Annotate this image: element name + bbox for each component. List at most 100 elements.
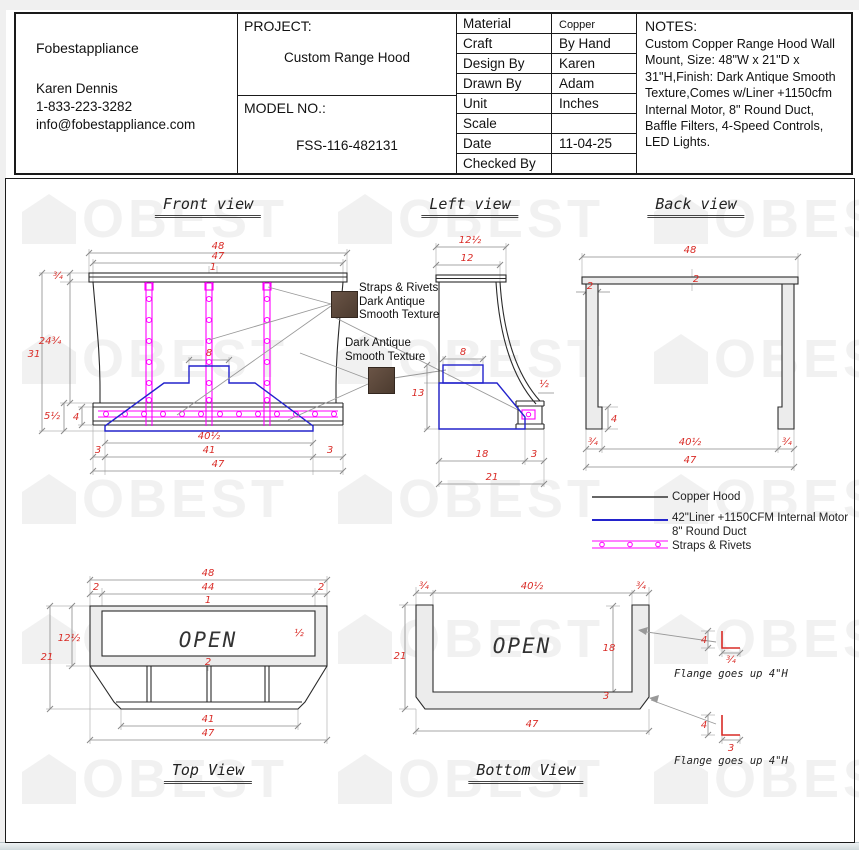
drawing-linework <box>599 541 605 548</box>
drawing-linework <box>262 282 272 291</box>
back-dim-47: 47 <box>684 455 697 466</box>
field-label: Unit <box>457 94 552 113</box>
front-view: 48 47 1 ¾ 24¾ 31 5½ 4 8 40½ 3 41 3 47 <box>28 241 351 475</box>
drawing-linework <box>581 276 799 285</box>
company-cell: Fobestappliance Karen Dennis 1-833-223-3… <box>16 14 238 173</box>
left-dim-1-2: ½ <box>539 378 549 390</box>
legend-copper-hood: Copper Hood <box>672 491 741 503</box>
left-dim-12-1-2: 12½ <box>459 234 482 246</box>
drawing-linework <box>255 411 261 417</box>
drawing-linework <box>206 380 212 386</box>
front-dim-40-1-2: 40½ <box>198 430 221 442</box>
top-view-title: Top View <box>163 761 253 784</box>
drawing-linework <box>627 541 633 548</box>
left-dim-12: 12 <box>461 253 474 264</box>
drawing-linework <box>521 409 536 420</box>
field-value <box>552 154 636 173</box>
drawing-linework <box>264 359 270 365</box>
project-subcell: PROJECT: Custom Range Hood <box>238 18 456 96</box>
field-label: Design By <box>457 54 552 73</box>
table-row: Checked By <box>457 154 636 173</box>
flange-dim-3: 3 <box>728 743 734 754</box>
field-label: Date <box>457 134 552 153</box>
table-row: Craft By Hand <box>457 34 636 54</box>
field-value: By Hand <box>559 36 611 51</box>
front-dim-3-4: ¾ <box>53 271 63 282</box>
drawing-linework <box>404 592 740 741</box>
model-number: FSS-116-482131 <box>296 138 398 153</box>
top-dim-1-2: ½ <box>294 627 304 639</box>
back-dim-4: 4 <box>611 414 617 425</box>
front-dim-47: 47 <box>212 251 225 262</box>
drawing-linework <box>146 359 152 365</box>
field-label: Craft <box>457 34 552 53</box>
drawing-linework <box>101 610 316 657</box>
drawing-linework <box>264 338 270 344</box>
legend-liner: 42"Liner +1150CFM Internal Motor 8" Roun… <box>672 512 849 538</box>
drawing-linework <box>777 283 795 430</box>
drawing-linework <box>206 317 212 323</box>
back-view-title: Back view <box>647 195 745 218</box>
top-dim-1: 1 <box>205 595 211 606</box>
back-dim-3-4-right: ¾ <box>782 437 792 448</box>
bottom-dim-3-4-right: ¾ <box>636 581 646 592</box>
top-dim-12-1-2: 12½ <box>58 632 81 644</box>
front-view-title-text: Front view <box>162 195 254 213</box>
front-dim-1: 1 <box>210 262 216 273</box>
top-dim-2-right: 2 <box>318 582 324 593</box>
top-open-label: OPEN <box>179 628 238 652</box>
back-dim-2-left: 2 <box>587 281 593 292</box>
bottom-view: OPEN ¾ 40½ ¾ 21 18 3 47 4 ¾ 4 3 <box>394 580 744 754</box>
drawing-linework <box>415 604 650 710</box>
legend-straps: Straps & Rivets <box>672 540 752 552</box>
drawing-linework <box>312 411 318 417</box>
straps-material-swatch <box>331 291 358 318</box>
bottom-dim-47: 47 <box>526 719 539 730</box>
front-dim-41: 41 <box>203 445 216 456</box>
drawing-linework <box>525 411 532 418</box>
drawing-linework <box>89 665 328 710</box>
drawing-linework <box>198 411 204 417</box>
title-block: Fobestappliance Karen Dennis 1-833-223-3… <box>14 12 853 175</box>
drawing-linework <box>46 576 331 744</box>
bottom-view-title: Bottom View <box>468 761 584 784</box>
drawing-linework <box>264 380 270 386</box>
field-value <box>552 114 636 133</box>
drawing-linework <box>204 282 214 291</box>
drawing-linework <box>146 380 152 386</box>
field-value: Copper <box>559 19 596 31</box>
flange-dim-3-4: ¾ <box>726 655 736 666</box>
drawing-linework <box>41 252 347 472</box>
drawing-linework <box>499 281 541 402</box>
drawing-linework <box>206 359 212 365</box>
contact-info: Karen Dennis 1-833-223-3282 info@fobesta… <box>36 80 237 134</box>
back-view-title-text: Back view <box>655 195 737 213</box>
field-value: 11-04-25 <box>559 136 613 151</box>
contact-email: info@fobestappliance.com <box>36 117 196 132</box>
front-dim-48: 48 <box>212 241 225 252</box>
model-label: MODEL NO.: <box>244 100 326 116</box>
left-dim-3: 3 <box>531 449 537 460</box>
notes-label: NOTES: <box>645 18 698 34</box>
drawing-linework <box>103 411 109 417</box>
drawing-linework <box>515 400 545 430</box>
project-cell: PROJECT: Custom Range Hood MODEL NO.: FS… <box>238 14 457 173</box>
drawing-linework <box>146 317 152 323</box>
drawing-linework <box>46 576 328 744</box>
liner-front <box>104 365 314 432</box>
liner-left <box>438 382 526 430</box>
bottom-open-label: OPEN <box>493 634 552 658</box>
top-view-title-text: Top View <box>171 761 245 779</box>
flange-note-2: Flange goes up 4"H <box>674 755 788 767</box>
notes-cell: NOTES: Custom Copper Range Hood Wall Mou… <box>637 14 851 173</box>
drawing-linework <box>495 281 537 405</box>
bottom-dim-3: 3 <box>603 691 609 702</box>
left-view-title-text: Left view <box>429 195 511 213</box>
back-view: 48 2 2 4 ¾ 40½ ¾ 47 <box>576 245 802 471</box>
flange-dim-4b: 4 <box>701 720 707 731</box>
front-dim-47-bottom: 47 <box>212 459 225 470</box>
bottom-dim-21: 21 <box>394 651 407 662</box>
drawing-linework <box>146 338 152 344</box>
field-value: Adam <box>559 76 595 91</box>
